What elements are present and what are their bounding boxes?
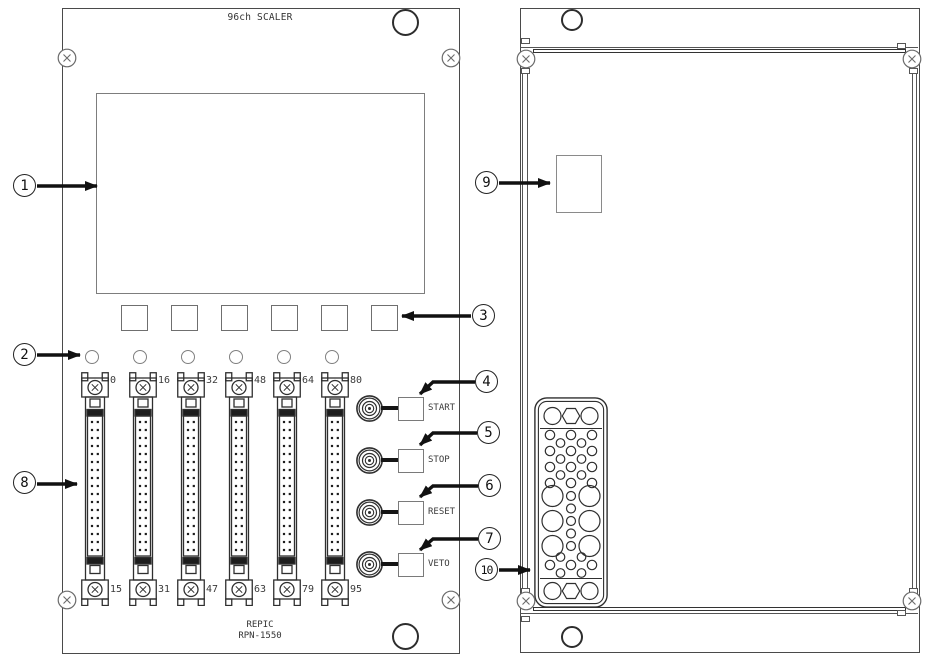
rail-notch [897, 43, 906, 49]
led-indicator-3 [181, 350, 195, 364]
callout-6: 6 [478, 474, 501, 497]
side-hole-bottom-icon [561, 626, 583, 648]
led-indicator-1 [85, 350, 99, 364]
side-panel [520, 8, 920, 653]
reset-button [398, 501, 424, 525]
brand-name: REPIC [246, 620, 274, 630]
model-number: RPN-1550 [238, 631, 282, 641]
callout-3: 3 [472, 304, 495, 327]
connector-top-label-6: 80 [350, 375, 363, 386]
soft-button-3 [221, 305, 248, 331]
connector-bottom-label-1: 15 [110, 584, 123, 595]
side-board-component [556, 155, 602, 213]
screw-icon [441, 590, 461, 610]
veto-button [398, 553, 424, 577]
screw-icon [57, 590, 77, 610]
rail-notch [521, 616, 530, 622]
connector-bottom-label-3: 47 [206, 584, 219, 595]
led-indicator-5 [277, 350, 291, 364]
front-panel-title: 96ch SCALER [227, 12, 293, 23]
callout-9: 9 [475, 171, 498, 194]
rail-notch [897, 610, 906, 616]
callout-10: 10 [475, 558, 498, 581]
side-hole-top-icon [561, 9, 583, 31]
screw-icon [902, 591, 922, 611]
connector-top-label-1: 0 [110, 375, 117, 386]
ribbon-connectors [81, 372, 349, 606]
lemo-connector-veto-icon [356, 550, 383, 578]
screw-icon [441, 48, 461, 68]
callout-2: 2 [13, 343, 36, 366]
start-button [398, 397, 424, 421]
callout-4: 4 [475, 370, 498, 393]
callout-8: 8 [13, 471, 36, 494]
handle-hole-bottom-icon [392, 623, 419, 650]
connector-top-label-5: 64 [302, 375, 315, 386]
rail-notch [521, 68, 530, 74]
lemo-connector-start-icon [356, 394, 383, 422]
connector-bottom-label-6: 95 [350, 584, 363, 595]
rail-notch [909, 68, 918, 74]
side-bottom-strip-line [520, 612, 918, 614]
led-indicator-6 [325, 350, 339, 364]
callout-1: 1 [13, 174, 36, 197]
callout-5: 5 [477, 421, 500, 444]
connector-bottom-label-5: 79 [302, 584, 315, 595]
lemo-connector-stop-icon [356, 446, 383, 474]
link-line [381, 406, 399, 410]
rail-notch [521, 38, 530, 44]
lcd-display [96, 93, 425, 294]
screw-icon [516, 591, 536, 611]
handle-hole-top-icon [392, 9, 419, 36]
connector-top-label-2: 16 [158, 375, 171, 386]
soft-button-2 [171, 305, 198, 331]
link-line [381, 562, 399, 566]
screw-icon [516, 49, 536, 69]
lemo-connector-reset-icon [356, 498, 383, 526]
veto-button-label: VETO [428, 559, 450, 569]
soft-button-4 [271, 305, 298, 331]
led-indicator-2 [133, 350, 147, 364]
side-rail-right [916, 74, 918, 588]
soft-button-6 [371, 305, 398, 331]
connector-top-label-3: 32 [206, 375, 219, 386]
screw-icon [57, 48, 77, 68]
link-line [381, 510, 399, 514]
side-rail-left [522, 74, 524, 588]
side-rail-right [911, 74, 913, 588]
backplane-connector [534, 397, 608, 608]
side-top-strip-line [520, 46, 918, 48]
screw-icon [902, 49, 922, 69]
soft-button-5 [321, 305, 348, 331]
stop-button [398, 449, 424, 473]
led-indicator-4 [229, 350, 243, 364]
card-rail-top [533, 49, 906, 53]
callout-7: 7 [478, 527, 501, 550]
connector-top-label-4: 48 [254, 375, 267, 386]
stop-button-label: STOP [428, 455, 450, 465]
soft-button-1 [121, 305, 148, 331]
connector-bottom-label-4: 63 [254, 584, 267, 595]
card-rail-bottom [533, 607, 906, 611]
connector-bottom-label-2: 31 [158, 584, 171, 595]
side-rail-left [526, 74, 528, 588]
reset-button-label: RESET [428, 507, 456, 517]
link-line [381, 458, 399, 462]
start-button-label: START [428, 403, 456, 413]
